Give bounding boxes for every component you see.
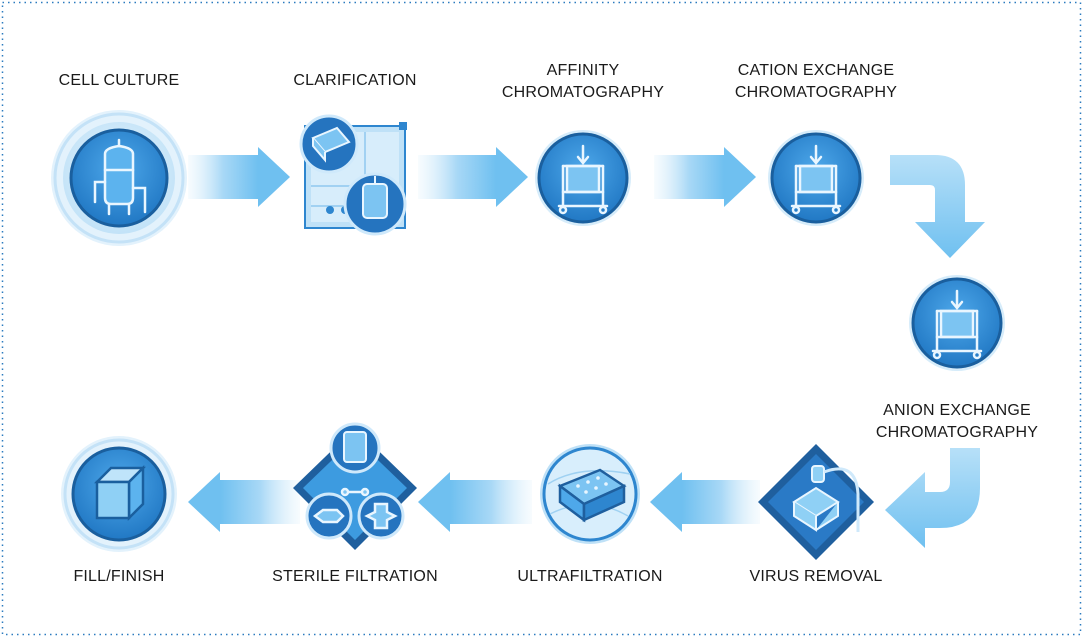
arrow-left-2 <box>418 472 532 532</box>
step-label-anion-exchange-chromatography: ANION EXCHANGE CHROMATOGRAPHY <box>875 402 1039 441</box>
clarification-icon <box>299 114 407 236</box>
virus-removal-icon <box>758 444 874 560</box>
step-label-cation-exchange-chromatography: CATION EXCHANGE CHROMATOGRAPHY <box>734 62 898 101</box>
step-label-virus-removal: VIRUS REMOVAL <box>749 568 883 585</box>
affinity-column-icon <box>535 130 631 226</box>
arrow-left-3 <box>188 472 300 532</box>
arrow-bend-left-1 <box>885 448 980 548</box>
bioreactor-icon <box>51 110 187 246</box>
step-label-sterile-filtration: STERILE FILTRATION <box>272 568 438 585</box>
fill-finish-icon <box>61 436 177 552</box>
arrow-left-1 <box>650 472 760 532</box>
anion-column-icon <box>909 275 1005 371</box>
sterile-filtration-icon <box>293 422 417 550</box>
step-label-cell-culture: CELL CULTURE <box>58 72 180 89</box>
step-label-ultrafiltration: ULTRAFILTRATION <box>517 568 663 585</box>
arrow-right-1 <box>188 147 290 207</box>
arrow-bend-down-1 <box>890 155 985 258</box>
arrow-right-3 <box>654 147 756 207</box>
cation-column-icon <box>768 130 864 226</box>
arrow-right-2 <box>418 147 528 207</box>
step-label-clarification: CLARIFICATION <box>293 72 417 89</box>
step-label-fill-finish: FILL/FINISH <box>73 568 165 585</box>
step-label-affinity-chromatography: AFFINITY CHROMATOGRAPHY <box>501 62 665 101</box>
ultrafiltration-icon <box>540 444 640 544</box>
